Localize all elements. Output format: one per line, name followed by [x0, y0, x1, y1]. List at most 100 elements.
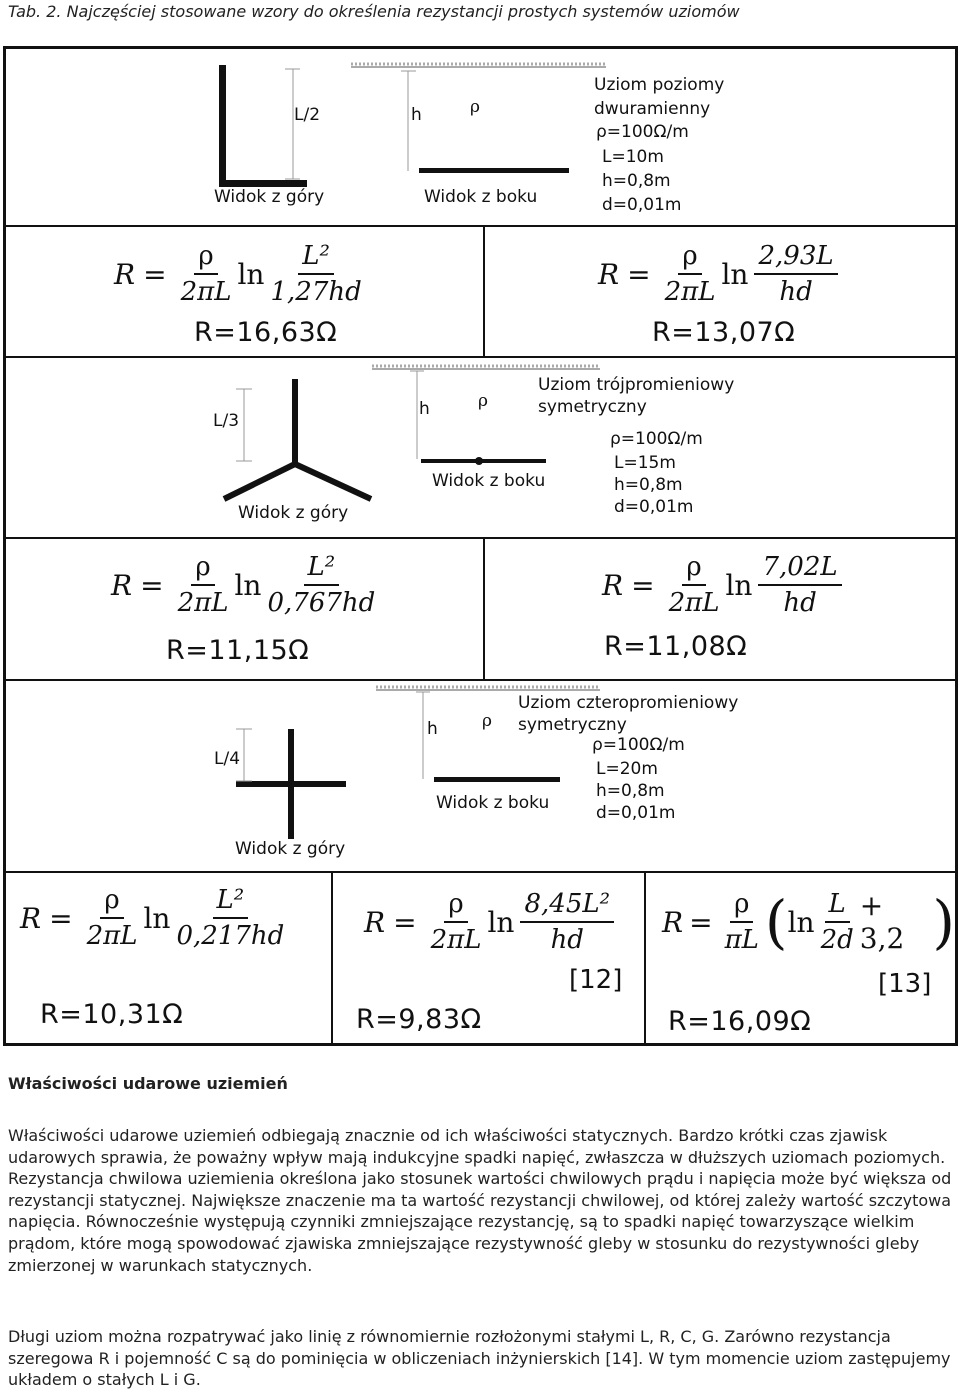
formula-R: R: [598, 257, 620, 291]
row-divider: [6, 871, 955, 873]
formula-den: 2πL: [177, 588, 229, 618]
top-view-label: Widok z góry: [235, 839, 346, 859]
formula-num: ρ: [730, 889, 754, 923]
section1-diagram: [219, 62, 606, 187]
dimension-line: [285, 68, 300, 180]
formula-R: R: [114, 257, 136, 291]
result-value: R=13,07Ω: [652, 317, 796, 348]
formula-den: πL: [724, 925, 759, 955]
depth-dimension: [416, 691, 430, 779]
rho-symbol: ρ: [482, 711, 492, 731]
top-view-label: Widok z góry: [238, 503, 349, 523]
formula-den: 2πL: [664, 277, 716, 307]
l-shape-electrode: [219, 65, 307, 187]
param: d=0,01m: [596, 803, 676, 823]
formula-den: 2πL: [430, 925, 482, 955]
side-view-label: Widok z boku: [424, 187, 538, 207]
ground-surface: [376, 685, 600, 691]
param: h=0,8m: [614, 475, 683, 495]
formula-den: 0,767hd: [267, 588, 376, 618]
formula-num: L²: [303, 552, 340, 586]
formula-R: R: [20, 901, 42, 935]
dimension-line: [236, 728, 252, 782]
section2-diagram: [222, 364, 600, 502]
formula-eq: =: [631, 568, 655, 602]
formula-num: 8,45L²: [520, 889, 615, 923]
formula-num: ρ: [682, 552, 706, 586]
buried-electrode: [419, 168, 569, 173]
formula-num: ρ: [100, 885, 124, 919]
formula-ln: ln: [725, 568, 753, 602]
formula-eq: =: [140, 568, 164, 602]
formula-den: 2πL: [668, 588, 720, 618]
formula-R: R: [662, 905, 684, 939]
left-paren: (: [764, 888, 788, 956]
param: ρ=100Ω/m: [610, 429, 703, 449]
param: ρ=100Ω/m: [592, 735, 685, 755]
col-divider: [644, 871, 646, 1043]
formula-den: hd: [779, 277, 813, 307]
formula-num: ρ: [191, 552, 215, 586]
table-caption: Tab. 2. Najczęściej stosowane wzory do o…: [8, 2, 740, 21]
electrode-title: Uziom trójpromieniowy: [538, 375, 735, 395]
buried-electrode: [421, 459, 546, 463]
electrode-title: symetryczny: [538, 397, 647, 417]
right-paren: ): [932, 888, 955, 956]
formula-ln: ln: [487, 905, 515, 939]
formula-den: 0,217hd: [176, 921, 285, 951]
section3-diagram: [236, 685, 600, 839]
formula-den: 1,27hd: [270, 277, 362, 307]
depth-dimension: [401, 70, 416, 171]
result-value: R=16,63Ω: [194, 317, 338, 348]
rho-symbol: ρ: [478, 391, 488, 411]
formula-num: L²: [212, 885, 249, 919]
col-divider: [331, 871, 333, 1043]
formula-eq: =: [393, 905, 417, 939]
top-view-label: Widok z góry: [214, 187, 325, 207]
formula-num: ρ: [678, 241, 702, 275]
param: h=0,8m: [602, 171, 671, 191]
dim-label: h: [427, 719, 438, 739]
row-divider: [6, 679, 955, 681]
formula-num: 2,93L: [754, 241, 838, 275]
paragraph: Właściwości udarowe uziemień odbiegają z…: [8, 1126, 952, 1275]
ground-surface: [372, 364, 600, 370]
section-heading: Właściwości udarowe uziemień: [8, 1074, 288, 1093]
formula-den: hd: [783, 588, 817, 618]
row-divider: [6, 537, 955, 539]
dim-label: L/3: [213, 411, 240, 431]
formula-den: hd: [550, 925, 584, 955]
formula-eq: =: [689, 905, 713, 939]
electrode-title: Uziom poziomy: [594, 75, 725, 95]
param: d=0,01m: [602, 195, 682, 215]
col-divider: [483, 225, 485, 356]
formula-den: 2πL: [86, 921, 138, 951]
result-value: R=9,83Ω: [356, 1004, 482, 1035]
formula-R: R: [602, 568, 624, 602]
result-value: R=10,31Ω: [40, 999, 184, 1030]
param: L=20m: [596, 759, 658, 779]
rho-symbol: ρ: [470, 97, 480, 117]
three-arm-electrode: [222, 379, 373, 502]
formula-ln: ln: [234, 568, 262, 602]
param: h=0,8m: [596, 781, 665, 801]
ground-surface: [351, 62, 606, 68]
row-divider: [6, 225, 955, 227]
formula-ln: ln: [787, 905, 815, 939]
result-value: R=11,08Ω: [604, 631, 748, 662]
formula-num: L: [824, 889, 850, 923]
dim-label: h: [419, 399, 430, 419]
formula-num: 7,02L: [758, 552, 842, 586]
dim-label: L/4: [214, 749, 241, 769]
formula-eq: =: [49, 901, 73, 935]
dim-label: h: [411, 105, 422, 125]
formula-tail: + 3,2: [859, 889, 905, 955]
param: L=15m: [614, 453, 676, 473]
side-view-label: Widok z boku: [436, 793, 550, 813]
